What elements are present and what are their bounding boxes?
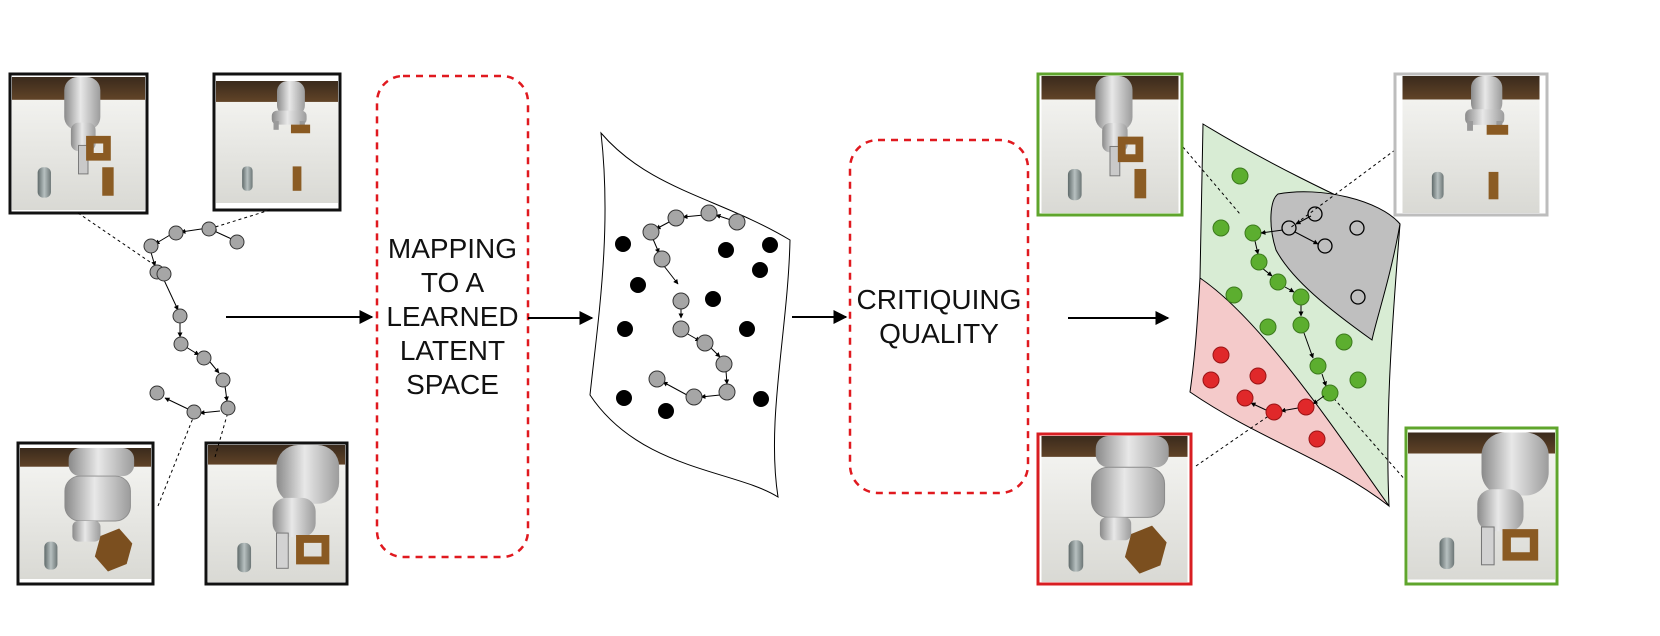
critique-sheet-unknown-region bbox=[1270, 191, 1401, 341]
latent-point bbox=[630, 277, 646, 293]
good-point bbox=[1231, 167, 1249, 185]
good-point bbox=[1225, 286, 1243, 304]
unknown-points bbox=[1281, 206, 1366, 305]
bad-point bbox=[1297, 398, 1315, 416]
traj-node bbox=[653, 250, 671, 268]
unknown-point bbox=[1317, 238, 1333, 254]
traj-node bbox=[143, 238, 159, 254]
good-point bbox=[1292, 316, 1310, 334]
good-point bbox=[1250, 253, 1268, 271]
traj-node bbox=[672, 320, 690, 338]
latent-point bbox=[752, 262, 768, 278]
traj-node bbox=[718, 383, 736, 401]
latent-trajectory-edges bbox=[652, 214, 732, 400]
bad-trajectory-nodes bbox=[1236, 389, 1315, 421]
bad-point bbox=[1236, 389, 1254, 407]
traj-node bbox=[700, 204, 718, 222]
latent-point bbox=[718, 242, 734, 258]
good-point bbox=[1349, 371, 1367, 389]
latent-trajectory-nodes bbox=[642, 204, 746, 406]
latent-point bbox=[658, 403, 674, 419]
unknown-point bbox=[1349, 220, 1365, 236]
bad-point bbox=[1265, 403, 1283, 421]
demo-frame-top-right bbox=[212, 72, 342, 212]
traj-node bbox=[201, 221, 217, 237]
good-trajectory-nodes bbox=[1244, 224, 1339, 402]
good-points bbox=[1212, 167, 1367, 389]
unknown-point bbox=[1307, 206, 1323, 222]
latent-point bbox=[762, 237, 778, 253]
bad-points bbox=[1202, 346, 1326, 448]
critique-stage-box bbox=[848, 138, 1030, 495]
good-point bbox=[1212, 219, 1230, 237]
bad-point bbox=[1249, 367, 1267, 385]
traj-node bbox=[173, 336, 189, 352]
good-point bbox=[1269, 273, 1287, 291]
bad-trajectory-edges bbox=[1250, 395, 1325, 413]
latent-point bbox=[615, 236, 631, 252]
traj-node bbox=[642, 223, 660, 241]
traj-node bbox=[220, 400, 236, 416]
unknown-trajectory-edges bbox=[1260, 215, 1319, 245]
latent-point bbox=[705, 291, 721, 307]
result-frame-bad bbox=[1036, 432, 1193, 586]
unknown-point bbox=[1350, 289, 1366, 305]
traj-node bbox=[672, 292, 690, 310]
critique-stage-label: CRITIQUING QUALITY bbox=[856, 283, 1022, 349]
latent-points bbox=[615, 236, 778, 419]
raw-trajectory-nodes bbox=[143, 221, 245, 420]
traj-node bbox=[667, 209, 685, 227]
frame-leader-lines bbox=[77, 209, 271, 507]
unknown-point bbox=[1281, 220, 1297, 236]
good-trajectory-edges bbox=[1254, 240, 1327, 387]
traj-node bbox=[648, 370, 666, 388]
good-point bbox=[1321, 384, 1339, 402]
latent-point bbox=[617, 321, 633, 337]
bad-point bbox=[1212, 346, 1230, 364]
traj-node bbox=[215, 372, 231, 388]
good-point bbox=[1309, 357, 1327, 375]
traj-node bbox=[685, 388, 703, 406]
demo-frame-bottom-left bbox=[16, 441, 155, 586]
latent-point bbox=[739, 321, 755, 337]
bad-point bbox=[1202, 371, 1220, 389]
traj-node bbox=[715, 355, 733, 373]
latent-point bbox=[616, 390, 632, 406]
critique-sheet-bad-region bbox=[1189, 277, 1390, 507]
traj-node bbox=[172, 308, 188, 324]
good-point bbox=[1292, 288, 1310, 306]
bad-point bbox=[1308, 430, 1326, 448]
mapping-stage-box bbox=[375, 74, 530, 559]
traj-node bbox=[168, 225, 184, 241]
traj-node bbox=[156, 266, 172, 282]
latent-space-sheet bbox=[589, 131, 791, 499]
result-frame-unknown bbox=[1393, 72, 1549, 217]
traj-node bbox=[186, 404, 202, 420]
demo-frame-top-left bbox=[8, 72, 149, 215]
good-point bbox=[1335, 333, 1353, 351]
result-frame-good-top bbox=[1036, 72, 1184, 217]
traj-node bbox=[728, 213, 746, 231]
result-frame-good-bottom bbox=[1404, 426, 1559, 586]
good-point bbox=[1244, 224, 1262, 242]
traj-node bbox=[149, 385, 165, 401]
traj-node bbox=[196, 350, 212, 366]
latent-point bbox=[753, 391, 769, 407]
mapping-stage-label: MAPPING TO A LEARNED LATENT SPACE bbox=[386, 232, 519, 400]
traj-node bbox=[229, 234, 245, 250]
good-point bbox=[1259, 318, 1277, 336]
traj-node bbox=[696, 334, 714, 352]
demo-frame-bottom-right bbox=[204, 441, 349, 586]
